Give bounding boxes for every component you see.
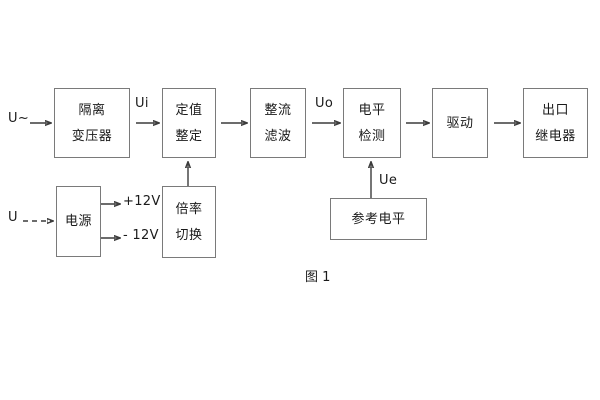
label-rail-positive: +12V xyxy=(123,194,161,209)
label-input-ac: U~ xyxy=(8,111,30,126)
block-multiplier-switch[interactable]: 倍率 切换 xyxy=(162,186,216,258)
label-input-dc: U xyxy=(8,210,18,225)
block-label-line1: 驱动 xyxy=(446,115,474,131)
block-label-line2: 整定 xyxy=(175,128,203,144)
label-uo: Uo xyxy=(315,96,334,111)
label-ui: Ui xyxy=(135,96,149,111)
block-label-line2: 检测 xyxy=(358,128,386,144)
block-isolation-transformer[interactable]: 隔离 变压器 xyxy=(54,88,130,158)
block-label-line1: 定值 xyxy=(175,102,203,118)
block-label-line1: 出口 xyxy=(541,102,569,118)
block-label-line1: 整流 xyxy=(264,102,292,118)
block-label-line1: 电平 xyxy=(358,102,386,118)
block-label-line2: 切换 xyxy=(175,227,203,243)
block-rectify-filter[interactable]: 整流 滤波 xyxy=(250,88,306,158)
block-label-line1: 电源 xyxy=(64,214,92,229)
block-label-line2: 滤波 xyxy=(264,128,292,144)
label-ue: Ue xyxy=(379,173,398,188)
block-output-relay[interactable]: 出口 继电器 xyxy=(523,88,588,158)
block-power-supply[interactable]: 电源 xyxy=(56,186,101,257)
block-label-line1: 参考电平 xyxy=(351,211,406,227)
block-setting-value[interactable]: 定值 整定 xyxy=(162,88,216,158)
block-label-line2: 变压器 xyxy=(71,128,113,144)
figure-caption: 图 1 xyxy=(305,270,331,285)
label-rail-negative: - 12V xyxy=(123,228,159,243)
block-label-line2: 继电器 xyxy=(535,128,576,144)
block-label-line1: 倍率 xyxy=(175,201,203,217)
block-label-line1: 隔离 xyxy=(78,102,106,118)
block-level-detect[interactable]: 电平 检测 xyxy=(343,88,401,158)
block-drive[interactable]: 驱动 xyxy=(432,88,488,158)
block-reference-level[interactable]: 参考电平 xyxy=(330,198,427,240)
